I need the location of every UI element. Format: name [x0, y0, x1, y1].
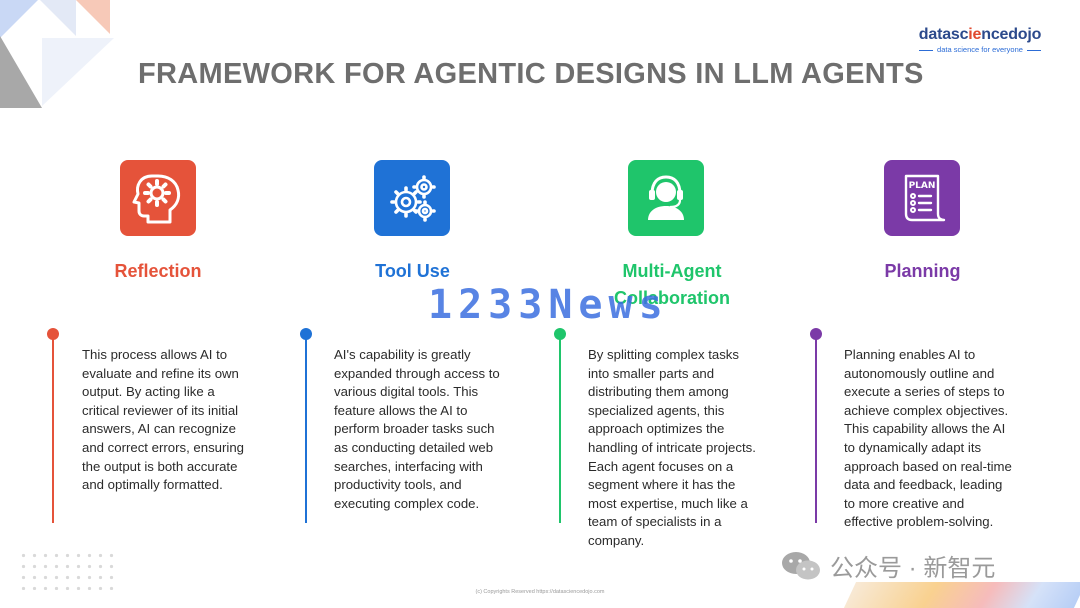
framework-column-tool-use: Tool Use AI's capability is greatly expa… [300, 160, 550, 580]
news-watermark: 1233News [428, 282, 669, 328]
framework-column-reflection: Reflection This process allows AI to eva… [47, 160, 298, 580]
timeline-dot-planning [810, 328, 822, 340]
wechat-watermark: 公众号 · 新智元 [780, 548, 995, 583]
reflection-icon-tile [120, 160, 196, 236]
brand-logo: datasciencedojo data science for everyon… [906, 26, 1054, 54]
tool-use-icon-tile [374, 160, 450, 236]
wechat-account-label: 公众号 · 新智元 [830, 555, 996, 582]
dot-grid-decoration [18, 550, 116, 590]
column-title-reflection: Reflection [114, 261, 202, 281]
timeline-line-reflection [52, 338, 54, 523]
timeline-dot-tool-use [300, 328, 312, 340]
planning-icon-tile: PLAN [884, 160, 960, 236]
multi-agent-icon-tile [628, 160, 704, 236]
plan-icon-label: PLAN [909, 181, 936, 191]
framework-column-multi-agent: Multi-Agent Collaboration By splitting c… [554, 160, 804, 580]
column-description-reflection: This process allows AI to evaluate and r… [82, 347, 244, 493]
timeline-line-multi-agent [559, 338, 561, 523]
column-description-planning: Planning enables AI to autonomously outl… [844, 347, 1012, 530]
wechat-icon [782, 551, 820, 579]
timeline-dot-multi-agent [554, 328, 566, 340]
logo-wordmark: datasciencedojo [918, 26, 1042, 43]
corner-decoration-top-left [0, 0, 120, 110]
timeline-line-planning [815, 338, 817, 523]
timeline-line-tool-use [305, 338, 307, 523]
logo-tagline: data science for everyone [906, 45, 1054, 54]
framework-column-planning: PLAN Planning Planning enables AI to aut… [810, 160, 1060, 580]
copyright-notice: (c) Copyrights Reserved https://datascie… [475, 589, 605, 595]
timeline-dot-reflection [47, 328, 59, 340]
column-title-tool-use: Tool Use [375, 261, 450, 281]
page-title: FRAMEWORK FOR AGENTIC DESIGNS IN LLM AGE… [138, 58, 924, 90]
gears-icon [390, 175, 436, 222]
head-gear-icon [132, 174, 181, 224]
support-agent-icon [648, 175, 684, 220]
plan-scroll-icon: PLAN [904, 174, 946, 222]
column-title-planning: Planning [884, 261, 961, 281]
column-title-multi-agent: Multi-Agent Collaboration [614, 261, 730, 308]
column-description-multi-agent: By splitting complex tasks into smaller … [588, 347, 756, 548]
column-description-tool-use: AI's capability is greatly expanded thro… [334, 347, 500, 511]
